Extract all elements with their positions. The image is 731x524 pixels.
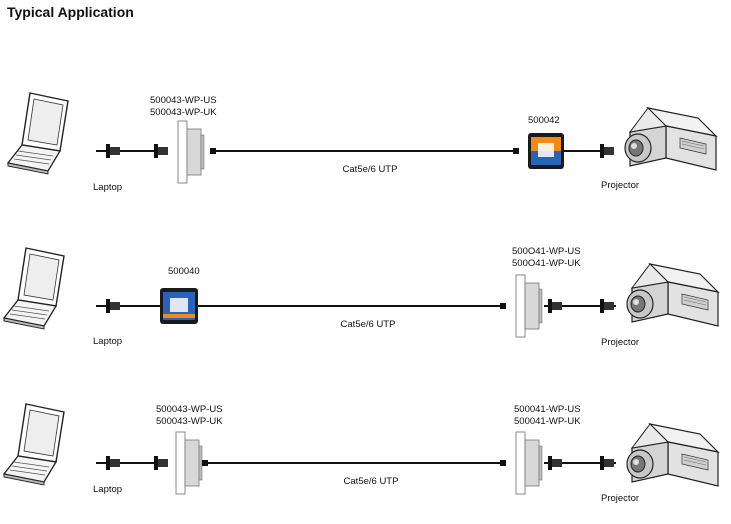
- projector-icon: [626, 263, 719, 327]
- cable-label: Cat5e/6 UTP: [344, 476, 399, 487]
- projector-label: Projector: [601, 493, 639, 504]
- row-3: Laptop 500043-WP-US 500043-WP-UK Cat5e/6…: [3, 403, 719, 504]
- rj45-plug-icon: [202, 460, 208, 466]
- part-label-left-1: 500043-WP-US: [150, 95, 217, 106]
- vga-plug-icon: [600, 144, 614, 158]
- part-label-right-1: 500O41-WP-US: [512, 246, 581, 257]
- projector-icon: [626, 423, 719, 487]
- vga-plug-icon: [106, 456, 120, 470]
- wall-plate-icon: [515, 431, 543, 495]
- rj45-plug-icon: [513, 148, 519, 154]
- part-label-left-1: 500040: [168, 266, 200, 277]
- laptop-icon: [3, 403, 65, 486]
- part-label-left-2: 500043-WP-UK: [156, 416, 223, 427]
- laptop-icon: [3, 247, 65, 330]
- part-label-left-2: 500043-WP-UK: [150, 107, 217, 118]
- part-label-left-1: 500043-WP-US: [156, 404, 223, 415]
- wall-plate-icon: [175, 431, 203, 495]
- rj45-plug-icon: [500, 460, 506, 466]
- page-title: Typical Application: [7, 4, 134, 20]
- laptop-label: Laptop: [93, 484, 122, 495]
- vga-plug-icon: [106, 299, 120, 313]
- laptop-label: Laptop: [93, 182, 122, 193]
- row-2: Laptop 500040 Cat5e/6 UTP 500O41-WP-US 5…: [3, 246, 719, 348]
- vga-plug-icon: [600, 456, 614, 470]
- projector-icon: [624, 107, 717, 171]
- vga-plug-icon: [106, 144, 120, 158]
- wall-plate-icon: [515, 274, 543, 338]
- vga-plug-icon: [548, 456, 562, 470]
- orange-adapter-icon: [528, 133, 564, 169]
- wall-plate-icon: [177, 120, 205, 184]
- rj45-plug-icon: [500, 303, 506, 309]
- cable-label: Cat5e/6 UTP: [341, 319, 396, 330]
- vga-plug-icon: [154, 144, 168, 158]
- vga-plug-icon: [154, 456, 168, 470]
- part-label-right-2: 500041-WP-UK: [514, 416, 581, 427]
- part-label-right-1: 500042: [528, 115, 560, 126]
- part-label-right-2: 500O41-WP-UK: [512, 258, 581, 269]
- vga-plug-icon: [548, 299, 562, 313]
- blue-adapter-icon: [160, 288, 198, 324]
- part-label-right-1: 500041-WP-US: [514, 404, 581, 415]
- row-1: Laptop 500043-WP-US 500043-WP-UK Cat5e/6…: [7, 92, 717, 193]
- rj45-plug-icon: [210, 148, 216, 154]
- cable-label: Cat5e/6 UTP: [343, 164, 398, 175]
- vga-plug-icon: [600, 299, 614, 313]
- projector-label: Projector: [601, 180, 639, 191]
- projector-label: Projector: [601, 337, 639, 348]
- laptop-icon: [7, 92, 69, 175]
- laptop-label: Laptop: [93, 336, 122, 347]
